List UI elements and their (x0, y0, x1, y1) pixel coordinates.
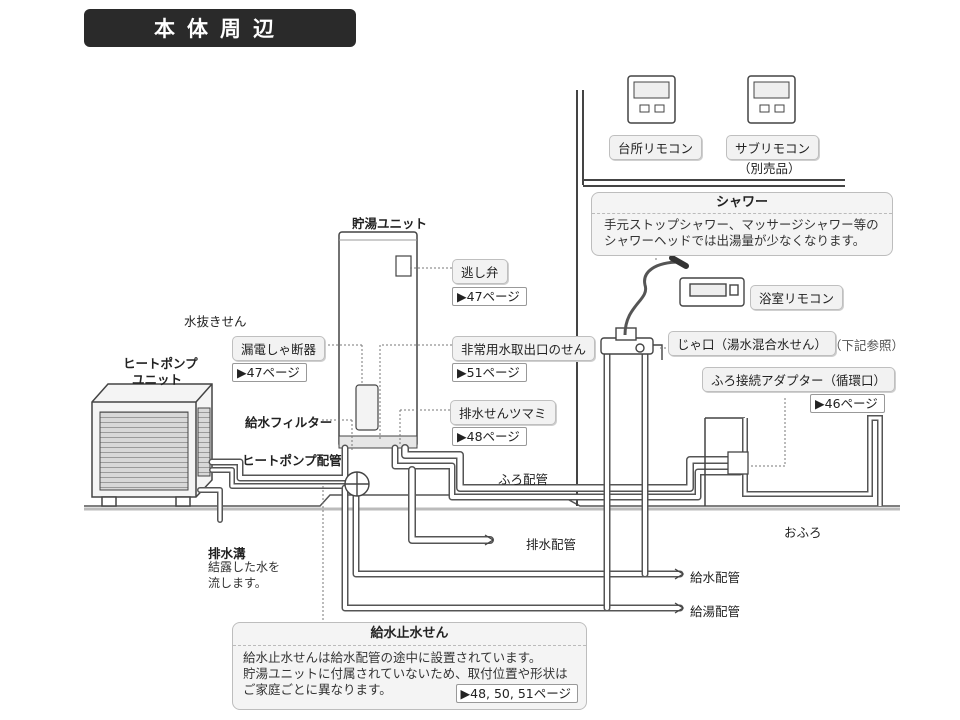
bath-pipe-label: ふろ配管 (498, 472, 549, 487)
shower-card: シャワー 手元ストップシャワー、マッサージシャワー等の シャワーヘッドでは出湯量… (591, 192, 893, 256)
relief-valve-ref: ▶47ページ (452, 287, 527, 306)
leakage-breaker-ref: ▶47ページ (232, 363, 307, 382)
drain-pipe-label: 排水配管 (526, 537, 577, 552)
relief-valve-label: 逃し弁 (452, 259, 508, 284)
sub-remote-device (747, 75, 796, 124)
pipe-arrows (484, 534, 685, 614)
bathtub (704, 415, 883, 506)
pipes (197, 351, 744, 612)
faucet-drawing (600, 327, 663, 360)
leakage-breaker-label: 漏電しゃ断器 (232, 336, 326, 361)
wall (576, 90, 845, 506)
supply-filter-label: 給水フィルター (245, 415, 333, 430)
stop-valve-card-line2: 貯湯ユニットに付属されていないため、取付位置や形状は (243, 666, 568, 681)
heat-pump-pipe-label: ヒートポンプ配管 (242, 453, 342, 468)
shower-card-title: シャワー (592, 193, 892, 214)
shower-hose (623, 260, 681, 336)
stop-valve-card-ref: ▶48, 50, 51ページ (455, 684, 578, 703)
emergency-tap-label: 非常用水取出口のせん (452, 336, 596, 361)
emergency-tap-ref: ▶51ページ (452, 363, 527, 382)
kitchen-remote-device (627, 75, 676, 124)
bath-adapter-ref: ▶46ページ (810, 394, 885, 413)
bath-remote-label: 浴室リモコン (750, 285, 844, 310)
shower-card-line2: シャワーヘッドでは出湯量が少なくなります。 (604, 233, 866, 248)
shower-card-body: 手元ストップシャワー、マッサージシャワー等の シャワーヘッドでは出湯量が少なくな… (592, 214, 892, 249)
stop-valve-card: 給水止水せん 給水止水せんは給水配管の途中に設置されています。 貯湯ユニットに付… (232, 622, 587, 710)
heat-pump-unit-label-line2: ユニット (132, 372, 183, 387)
hot-pipe-label: 給湯配管 (690, 604, 741, 619)
heat-pump (91, 383, 213, 507)
sub-remote-note: （別売品） (738, 161, 801, 176)
drain-ditch-note-line2: 流します。 (208, 576, 267, 590)
stop-valve-card-body: 給水止水せんは給水配管の途中に設置されています。 貯湯ユニットに付属されていない… (233, 646, 586, 698)
bath-remote-device (679, 277, 745, 307)
drain-ditch-note-line1: 結露した水を (208, 560, 281, 574)
page-title: 本体周辺 (84, 9, 356, 47)
stop-valve-drawing (344, 471, 370, 497)
supply-pipe-label: 給水配管 (690, 570, 741, 585)
sub-remote-label: サブリモコン (726, 135, 820, 160)
drain-cock-label: 水抜きせん (184, 314, 247, 329)
stop-valve-card-title: 給水止水せん (233, 623, 586, 646)
drain-knob-label: 排水せんツマミ (450, 400, 556, 425)
faucet-note: （下記参照） (829, 338, 905, 353)
storage-tank (338, 231, 418, 449)
faucet-label: じゃ口（湯水混合水せん） (668, 331, 837, 356)
drain-knob-ref: ▶48ページ (452, 427, 527, 446)
stop-valve-card-line1: 給水止水せんは給水配管の途中に設置されています。 (243, 650, 542, 665)
kitchen-remote-label: 台所リモコン (609, 135, 703, 160)
storage-unit-label: 貯湯ユニット (352, 216, 428, 231)
bath-adapter-label: ふろ接続アダプター（循環口） (702, 367, 896, 392)
heat-pump-unit-label-line1: ヒートポンプ (123, 356, 198, 371)
drain-ditch-label: 排水溝 (208, 546, 246, 561)
stop-valve-card-line3: ご家庭ごとに異なります。 (243, 682, 392, 697)
bath-label: おふろ (784, 525, 822, 540)
shower-card-line1: 手元ストップシャワー、マッサージシャワー等の (604, 217, 879, 232)
